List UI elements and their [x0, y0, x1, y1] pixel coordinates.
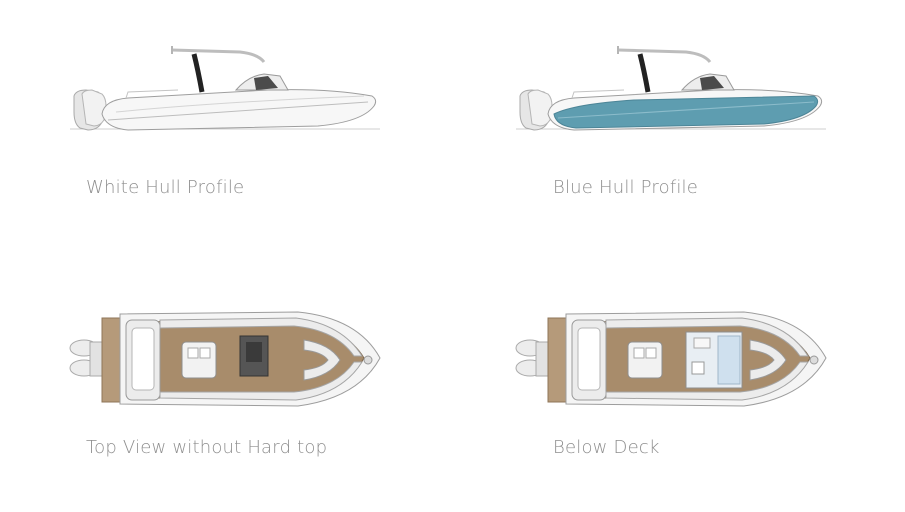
- boat-side-white-hull-image[interactable]: [68, 40, 388, 135]
- blue-hull-paint: [553, 95, 819, 129]
- boat-below-deck-image[interactable]: [514, 306, 834, 416]
- boat-top-view-image[interactable]: [68, 306, 388, 416]
- caption-top-view: Top View without Hard top: [86, 437, 328, 458]
- caption-blue-hull-profile: Blue Hull Profile: [553, 177, 699, 198]
- gallery-item-blue-hull[interactable]: [514, 40, 834, 135]
- caption-below-deck: Below Deck: [553, 437, 660, 458]
- gallery-item-top-view[interactable]: [68, 306, 388, 416]
- boat-side-blue-hull-image[interactable]: [514, 40, 834, 135]
- gallery-item-white-hull[interactable]: [68, 40, 388, 135]
- gallery-item-below-deck[interactable]: [514, 306, 834, 416]
- caption-white-hull-profile: White Hull Profile: [86, 177, 245, 198]
